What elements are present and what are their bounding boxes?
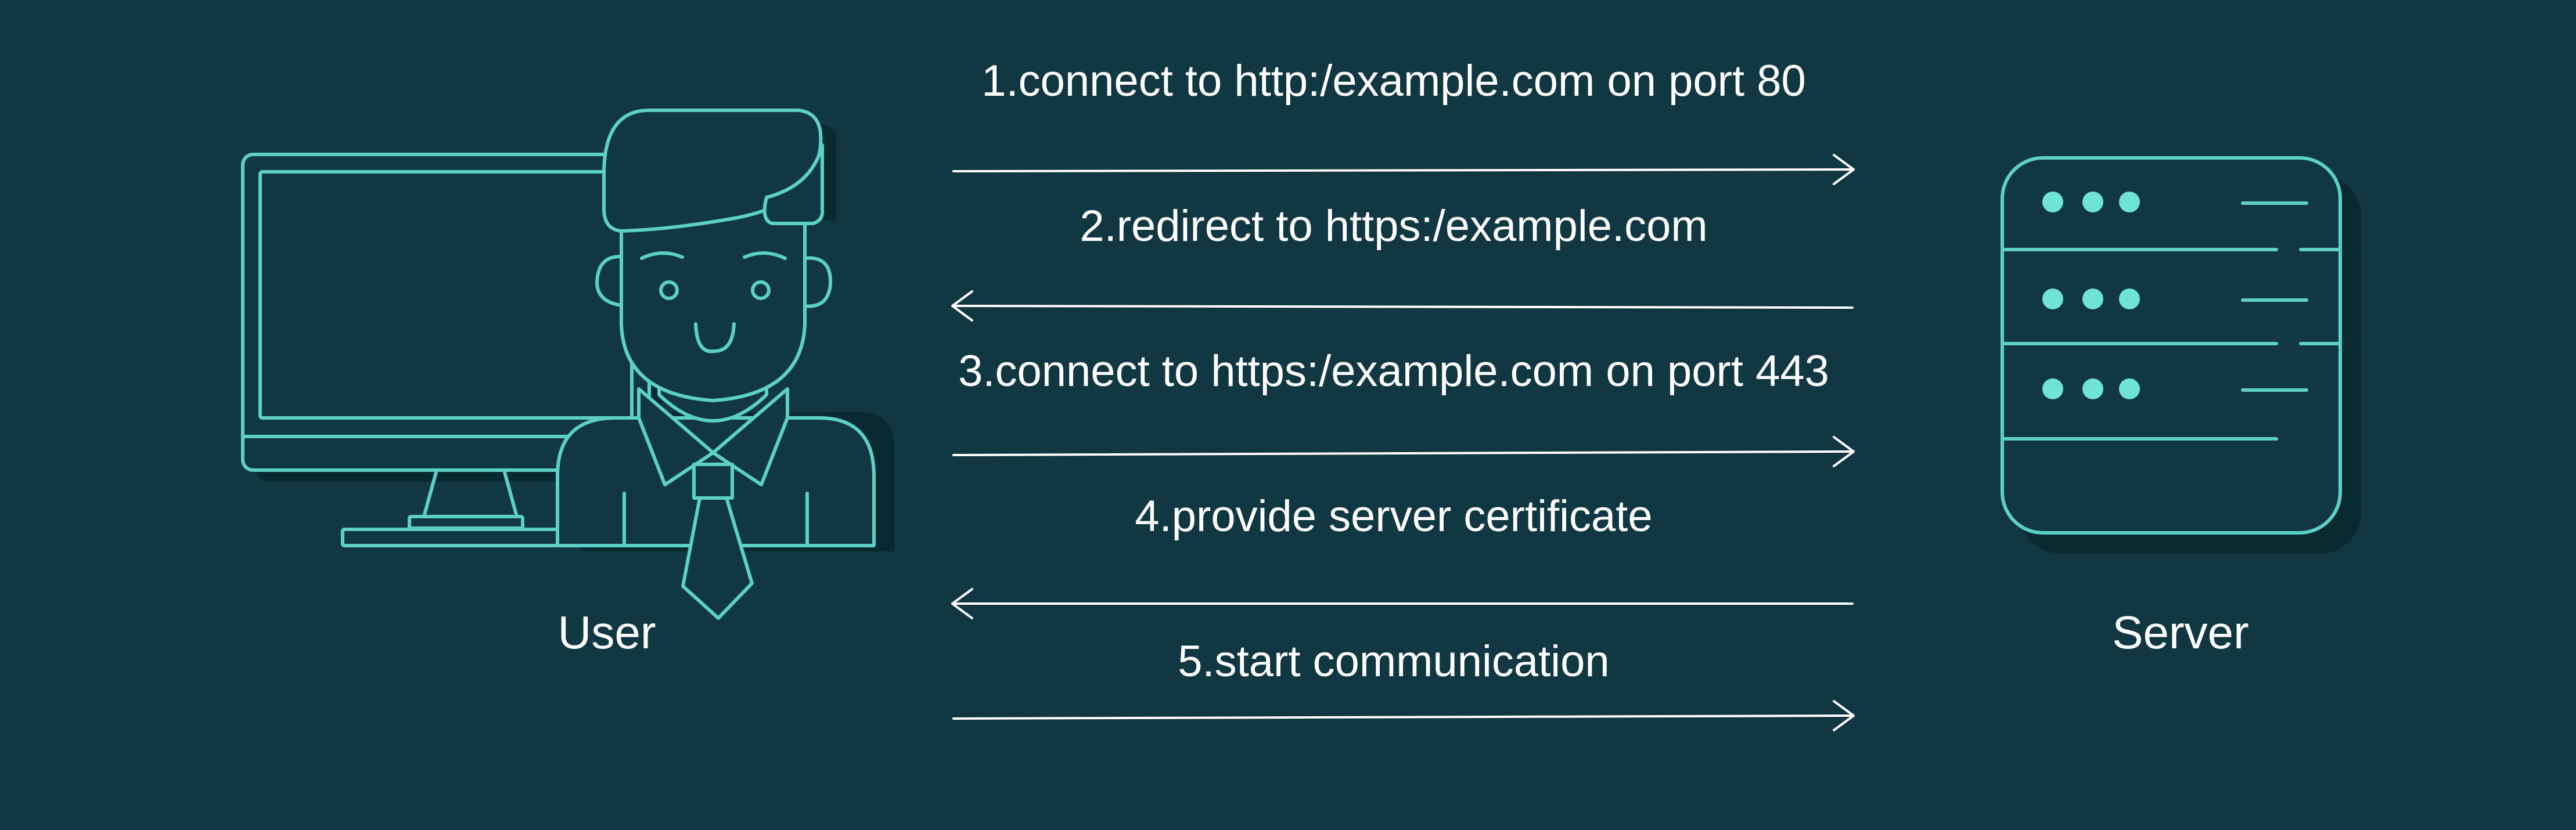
status-light (2082, 192, 2103, 212)
arrow-step-4 (951, 588, 1854, 619)
status-light (2082, 288, 2103, 309)
status-light (2082, 378, 2103, 399)
status-light (2119, 288, 2140, 309)
arrow-step-5 (952, 700, 1855, 731)
arrow-step-3 (952, 436, 1855, 467)
arrow-step-1 (952, 154, 1855, 185)
step-4-label: 4.provide server certificate (1135, 492, 1653, 541)
user-label: User (557, 607, 656, 658)
server-label: Server (2112, 607, 2249, 658)
arrow-step-2 (951, 290, 1854, 322)
status-light (2042, 192, 2063, 212)
status-light (2119, 378, 2140, 399)
step-1-label: 1.connect to http:/example.com on port 8… (981, 56, 1806, 106)
status-light (2042, 378, 2063, 399)
step-5-label: 5.start communication (1178, 637, 1610, 686)
status-light (2119, 192, 2140, 212)
status-light (2042, 288, 2063, 309)
step-2-label: 2.redirect to https:/example.com (1080, 201, 1708, 251)
step-3-label: 3.connect to https:/example.com on port … (958, 347, 1829, 396)
